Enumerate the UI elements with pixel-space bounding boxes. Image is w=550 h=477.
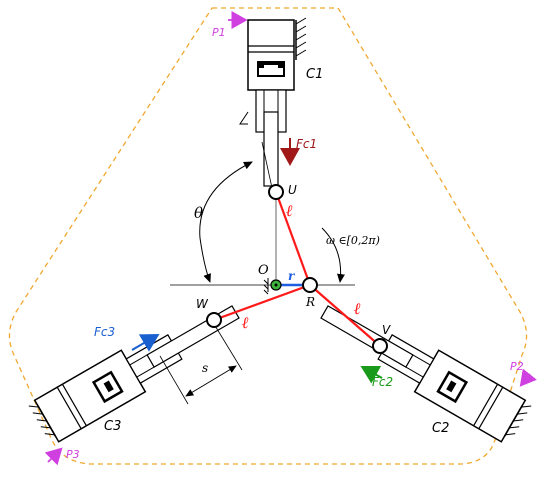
link-v-r	[309, 284, 381, 347]
link-w-r	[213, 283, 311, 322]
label-link-top: ℓ	[285, 201, 293, 220]
label-r-point: R	[305, 295, 315, 309]
joint-u	[268, 184, 284, 200]
s-extension-2	[213, 323, 243, 371]
label-p1: P1	[212, 26, 226, 39]
cylinder-c2	[320, 305, 532, 443]
label-c2: C2	[432, 421, 449, 436]
outline-dashed	[8, 7, 528, 465]
label-theta: θ	[194, 204, 203, 222]
label-s: s	[202, 361, 208, 375]
label-u: U	[288, 183, 297, 197]
theta-arc	[199, 161, 253, 283]
label-fc2: Fc2	[372, 375, 393, 389]
p3-arrow	[44, 447, 63, 466]
label-v: V	[382, 323, 391, 337]
s-dimension-line	[185, 365, 237, 397]
label-o: O	[258, 263, 269, 278]
link-u-r	[274, 191, 312, 286]
p2-arrow	[519, 368, 537, 387]
label-omega: ω ∈[0,2π)	[326, 234, 380, 247]
label-p2: P2	[510, 360, 524, 373]
label-c3: C3	[104, 419, 121, 434]
joint-v	[372, 338, 388, 354]
fc3-arrow	[131, 333, 160, 352]
s-extension-1	[159, 355, 189, 405]
label-w: W	[196, 297, 209, 311]
c1-axis-line	[261, 141, 273, 189]
label-c1: C1	[306, 67, 323, 82]
label-r-radius: r	[288, 269, 296, 283]
cylinder-c1	[239, 17, 307, 187]
fc2-arrow	[360, 366, 383, 384]
omega-arc	[321, 227, 345, 283]
label-p3: P3	[66, 448, 80, 461]
label-fc1: Fc1	[296, 137, 317, 151]
joint-w	[206, 312, 222, 328]
label-link-left: ℓ	[241, 313, 249, 332]
joint-r	[302, 277, 318, 293]
label-link-right: ℓ	[353, 299, 361, 318]
label-fc3: Fc3	[94, 325, 115, 339]
pivot-o	[263, 278, 282, 295]
